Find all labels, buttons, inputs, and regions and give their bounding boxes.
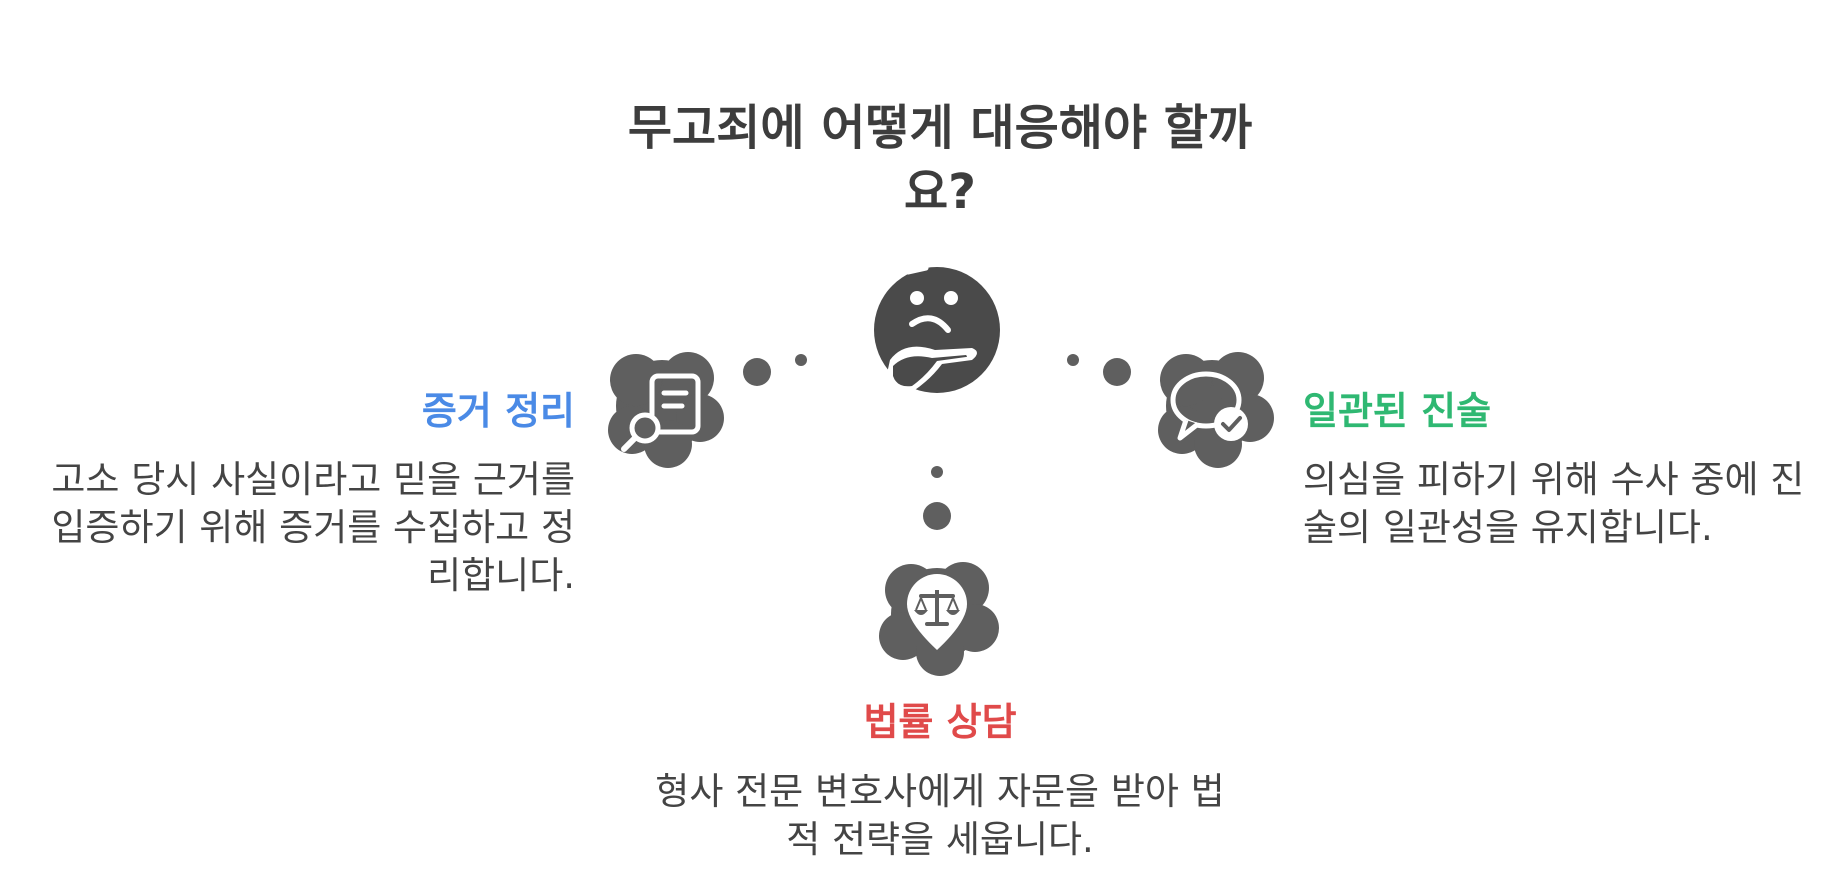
speech-bubble-check-icon: [1158, 352, 1274, 468]
diagram-title: 무고죄에 어떻게 대응해야 할까요?: [627, 100, 1253, 220]
scales-pin-icon: [879, 562, 999, 676]
evidence-description: 고소 당시 사실이라고 믿을 근거를 입증하기 위해 증거를 수집하고 정리합니…: [51, 458, 575, 597]
legal-consultation-description: 형사 전문 변호사에게 자문을 받아 법적 전략을 세웁니다.: [655, 770, 1225, 861]
connector-dot: [931, 466, 943, 478]
connector-dot: [1103, 358, 1131, 386]
connector-dot: [1067, 354, 1079, 366]
thinking-face-icon: [874, 265, 1000, 393]
evidence-heading: 증거 정리: [421, 389, 575, 433]
connector-dot: [795, 354, 807, 366]
connector-dot: [923, 502, 951, 530]
document-search-icon: [608, 352, 724, 468]
connector-dot: [743, 358, 771, 386]
legal-consultation-heading: 법률 상담: [863, 700, 1017, 744]
consistent-statement-heading: 일관된 진술: [1303, 389, 1492, 433]
consistent-statement-description: 의심을 피하기 위해 수사 중에 진술의 일관성을 유지합니다.: [1303, 458, 1805, 549]
